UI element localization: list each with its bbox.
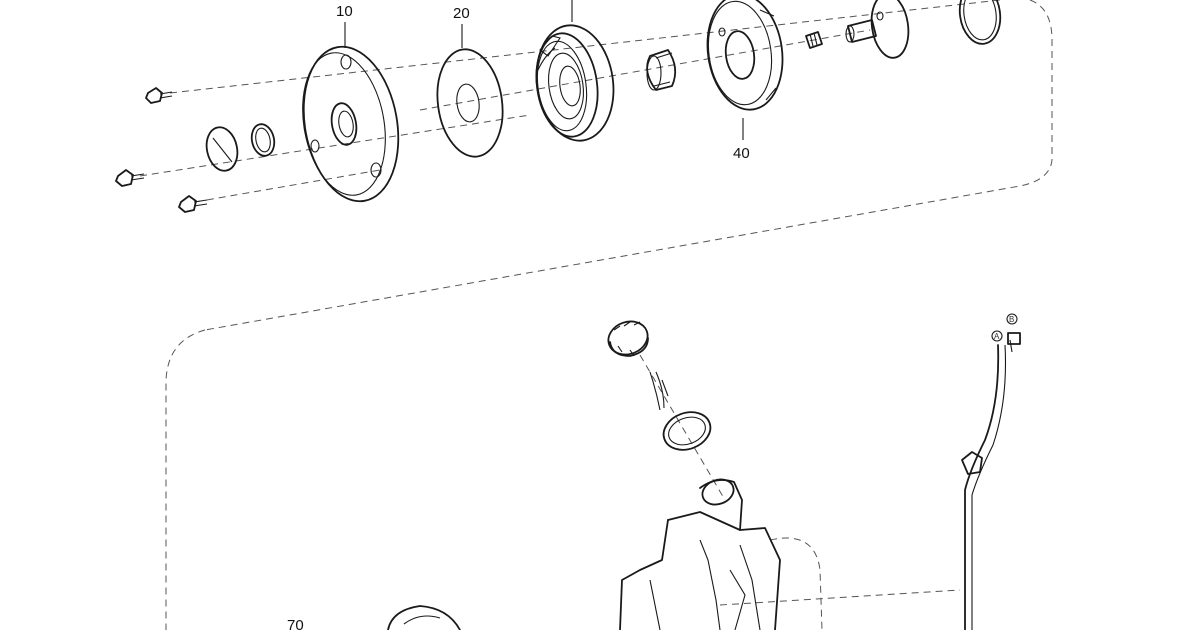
o-ring-small: [250, 123, 276, 157]
part-70: [387, 605, 461, 630]
callout-70: 70: [287, 617, 304, 630]
callout-20: 20: [453, 5, 470, 22]
connector-b-label: B: [1009, 315, 1014, 324]
fuel-hose: [961, 313, 1021, 630]
tank-housing: [619, 478, 781, 630]
screw-top: [145, 87, 173, 104]
housing-outline: [769, 537, 823, 630]
screw-bottom: [178, 195, 208, 213]
callout-10: 10: [336, 3, 353, 20]
upper-group-boundary: [204, 0, 1053, 331]
connector-b-marker: [1006, 313, 1018, 325]
o-ring-large: [958, 0, 1002, 45]
assembly-axis-center: [419, 29, 871, 111]
pipe-axis: [719, 589, 961, 606]
gasket: [436, 48, 504, 158]
cover-plate: [302, 45, 400, 203]
screw-middle: [115, 169, 145, 187]
shaft-hub: [845, 0, 910, 59]
starter-spring-assembly: [535, 24, 615, 142]
sensor-axis: [639, 354, 726, 501]
lower-group-boundary: [165, 329, 206, 630]
o-ring-lower: [662, 411, 712, 451]
needle-bearing: [646, 49, 677, 91]
assembly-axis-middle: [139, 114, 531, 177]
callout-40: 40: [733, 145, 750, 162]
connector-a-marker: [991, 330, 1003, 342]
rope-pulley: [706, 0, 784, 111]
small-spring: [805, 31, 823, 49]
cap-plug: [205, 126, 239, 172]
assembly-axis-lower: [194, 169, 381, 203]
connector-a-label: A: [994, 332, 1000, 341]
sensor-cap: [607, 320, 669, 411]
